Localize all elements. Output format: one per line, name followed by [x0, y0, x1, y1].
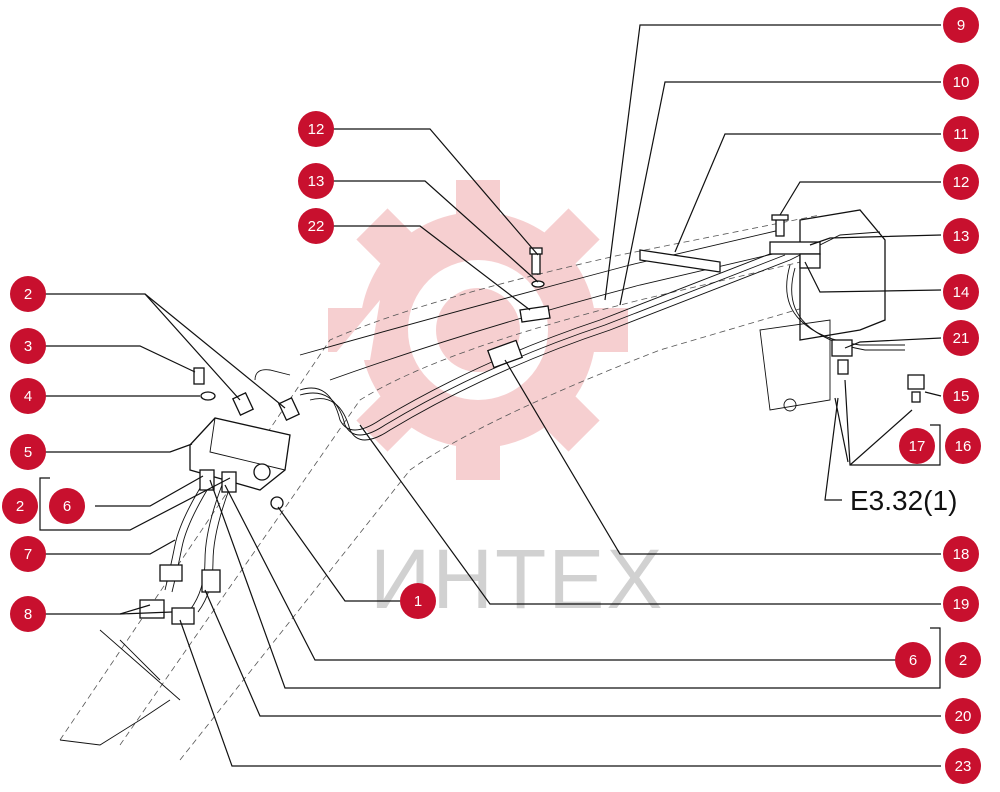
callout-13-left[interactable]: 13 — [298, 163, 334, 199]
svg-text:1: 1 — [414, 593, 422, 610]
svg-text:3: 3 — [24, 338, 32, 355]
callout-13-right[interactable]: 13 — [943, 218, 979, 254]
svg-text:4: 4 — [24, 388, 32, 405]
reference-label: E3.32(1) — [850, 485, 957, 516]
callout-12-left[interactable]: 12 — [298, 111, 334, 147]
hydraulic-lines — [254, 231, 905, 441]
svg-text:5: 5 — [24, 444, 32, 461]
svg-text:7: 7 — [24, 546, 32, 563]
svg-text:18: 18 — [953, 546, 970, 563]
callout-6-left[interactable]: 6 — [49, 488, 85, 524]
callout-2-right[interactable]: 2 — [945, 642, 981, 678]
svg-text:12: 12 — [308, 121, 325, 138]
svg-text:11: 11 — [953, 126, 969, 143]
callout-2-mid[interactable]: 2 — [2, 488, 38, 524]
svg-text:8: 8 — [24, 606, 32, 623]
svg-text:13: 13 — [953, 228, 970, 245]
callout-10[interactable]: 10 — [943, 64, 979, 100]
svg-text:10: 10 — [953, 74, 970, 91]
svg-text:15: 15 — [953, 388, 970, 405]
coupler-18-19 — [486, 339, 524, 369]
svg-text:12: 12 — [953, 174, 970, 191]
chassis-frame — [59, 214, 831, 761]
callout-3[interactable]: 3 — [10, 328, 46, 364]
svg-text:2: 2 — [959, 652, 967, 669]
svg-text:2: 2 — [24, 286, 32, 303]
cab-block — [759, 209, 886, 412]
callout-19[interactable]: 19 — [943, 586, 979, 622]
callout-16[interactable]: 16 — [945, 428, 981, 464]
callout-11[interactable]: 11 — [943, 116, 979, 152]
callout-18[interactable]: 18 — [943, 536, 979, 572]
valve-block-5 — [189, 367, 301, 510]
callout-14[interactable]: 14 — [943, 274, 979, 310]
callout-2-top[interactable]: 2 — [10, 276, 46, 312]
callout-20[interactable]: 20 — [945, 698, 981, 734]
callout-4[interactable]: 4 — [10, 378, 46, 414]
svg-text:6: 6 — [63, 498, 71, 515]
fittings-right — [769, 214, 925, 403]
callout-21[interactable]: 21 — [943, 320, 979, 356]
callout-5[interactable]: 5 — [10, 434, 46, 470]
svg-text:16: 16 — [955, 438, 972, 455]
callout-22[interactable]: 22 — [298, 208, 334, 244]
svg-text:14: 14 — [953, 284, 970, 301]
leader-lines — [45, 24, 942, 767]
callout-23[interactable]: 23 — [945, 748, 981, 784]
callout-9[interactable]: 9 — [943, 7, 979, 43]
svg-text:22: 22 — [308, 218, 325, 235]
bracket-11 — [639, 249, 721, 273]
svg-text:17: 17 — [909, 438, 926, 455]
svg-text:9: 9 — [957, 17, 965, 34]
callout-6-right[interactable]: 6 — [895, 642, 931, 678]
svg-text:2: 2 — [16, 498, 24, 515]
svg-text:23: 23 — [955, 758, 972, 775]
callout-15[interactable]: 15 — [943, 378, 979, 414]
svg-text:6: 6 — [909, 652, 917, 669]
callout-8[interactable]: 8 — [10, 596, 46, 632]
svg-text:13: 13 — [308, 173, 325, 190]
clip-22 — [519, 305, 551, 323]
bolt-12-washer-13 — [529, 247, 545, 288]
callout-17[interactable]: 17 — [899, 428, 935, 464]
callout-7[interactable]: 7 — [10, 536, 46, 572]
svg-text:20: 20 — [955, 708, 972, 725]
callout-12-right[interactable]: 12 — [943, 164, 979, 200]
svg-text:21: 21 — [953, 330, 970, 347]
watermark-gear-logo — [328, 180, 628, 480]
callout-1[interactable]: 1 — [400, 583, 436, 619]
lower-hoses — [99, 469, 237, 701]
svg-text:19: 19 — [953, 596, 970, 613]
